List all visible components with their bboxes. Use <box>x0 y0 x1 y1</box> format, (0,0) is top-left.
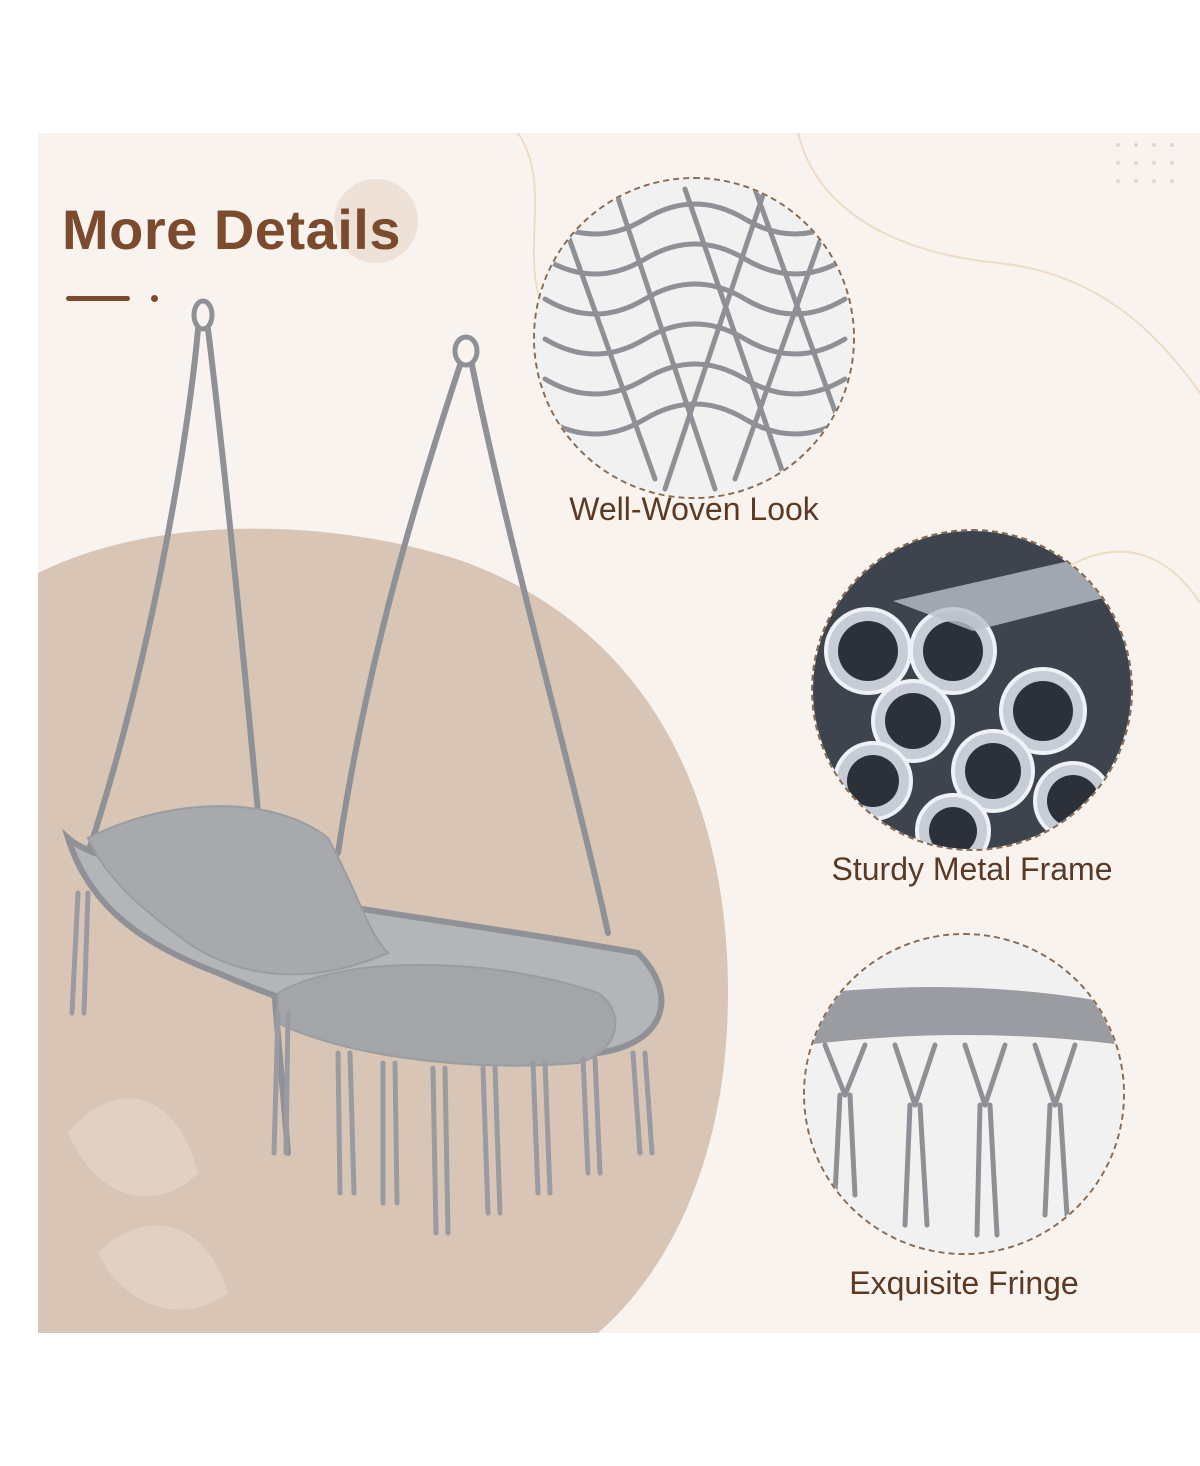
feature-label-woven: Well-Woven Look <box>569 491 819 527</box>
woven-rope-photo <box>533 177 855 499</box>
hammock-chair-image <box>61 298 665 1236</box>
details-panel: More Details <box>38 133 1200 1333</box>
title-underline <box>66 296 130 301</box>
page-title: More Details <box>62 198 401 261</box>
metal-tubes-photo <box>811 529 1133 851</box>
feature-label-fringe: Exquisite Fringe <box>849 1265 1079 1301</box>
fringe-photo <box>803 933 1125 1255</box>
title-underline-dot <box>151 295 158 302</box>
feature-label-metal: Sturdy Metal Frame <box>831 851 1113 887</box>
